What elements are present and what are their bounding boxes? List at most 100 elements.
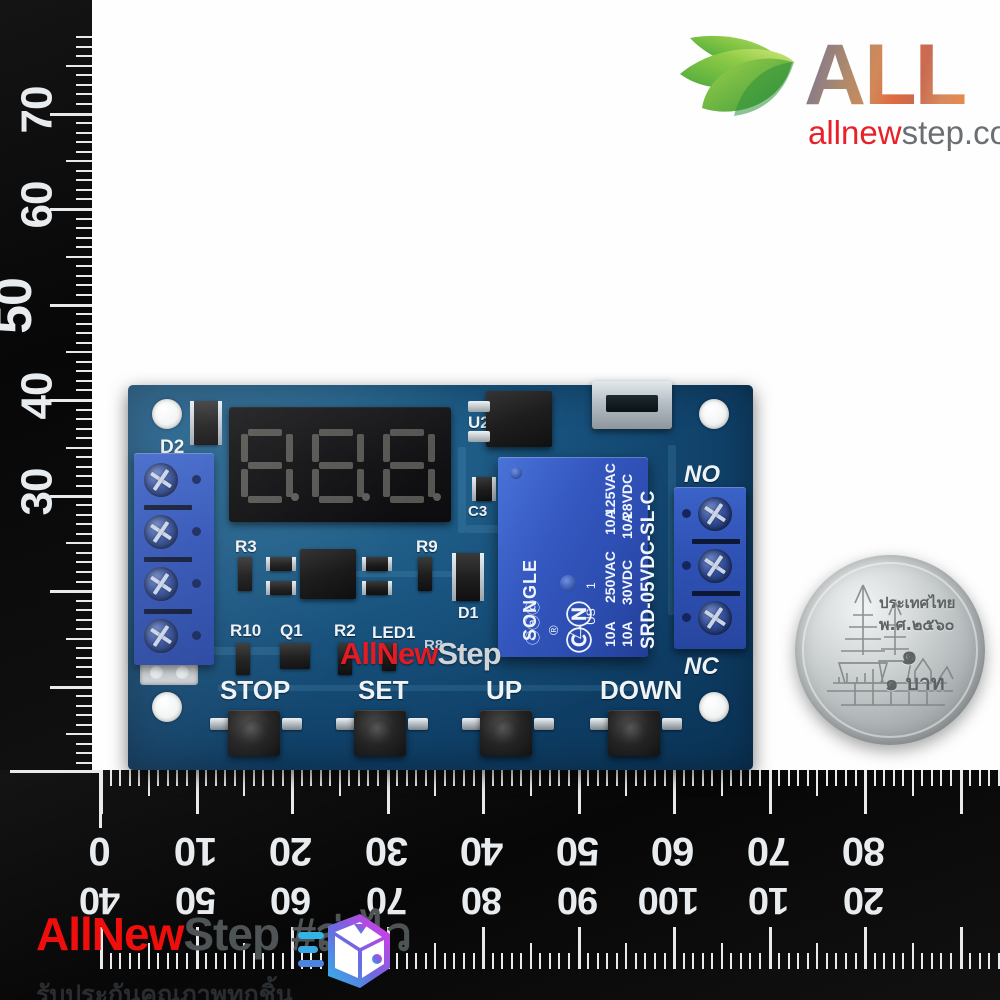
- ruler-tick: [195, 770, 199, 814]
- ruler-tick: [587, 953, 589, 969]
- button-label-set: SET: [358, 675, 409, 705]
- ruler-tick: [730, 953, 733, 969]
- ruler-tick: [940, 770, 943, 786]
- silk-label-no: NO: [684, 461, 720, 488]
- ruler-tick: [615, 953, 618, 969]
- pcb-trace: [168, 647, 288, 655]
- pcb-watermark: AllNewStep: [340, 636, 502, 672]
- terminal-screw[interactable]: [698, 601, 732, 635]
- ruler-tick: [214, 770, 217, 786]
- ruler-tick: [405, 770, 408, 786]
- ruler-tick: [415, 770, 418, 786]
- ruler-tick: [357, 770, 360, 786]
- ruler-tick: [76, 666, 92, 669]
- resistor-smd: [266, 557, 296, 571]
- leaf-icon: [680, 35, 794, 116]
- ruler-tick: [634, 953, 637, 969]
- terminal-block-right-3pos[interactable]: [674, 487, 746, 649]
- ruler-tick: [396, 953, 399, 969]
- ruler-tick: [76, 313, 92, 315]
- relay-ul-suffix: US: [584, 608, 598, 625]
- push-button-stop[interactable]: [228, 710, 280, 756]
- pcb-trace: [218, 685, 638, 691]
- ruler-tick: [50, 685, 92, 689]
- push-button-down[interactable]: [608, 710, 660, 756]
- bottom-watermark-red: AllNew: [36, 908, 184, 960]
- terminal-screw[interactable]: [144, 619, 178, 653]
- ruler-tick: [243, 943, 246, 969]
- button-label-up: UP: [486, 675, 523, 705]
- silk-label-r10: R10: [230, 621, 262, 640]
- terminal-screw[interactable]: [698, 549, 732, 583]
- terminal-screw[interactable]: [144, 567, 178, 601]
- ruler-tick: [66, 446, 92, 449]
- ruler-tick: [443, 953, 446, 969]
- ruler-tick: [520, 770, 523, 786]
- ruler-tick: [577, 770, 581, 814]
- ruler-tick: [997, 770, 1000, 786]
- ruler-tick: [76, 102, 92, 105]
- resistor-r9: [418, 557, 432, 591]
- ruler-tick: [835, 770, 838, 786]
- terminal-screw[interactable]: [144, 515, 178, 549]
- ruler-tick: [76, 570, 92, 573]
- optocoupler-ic: [300, 549, 356, 599]
- ruler-tick: [291, 770, 294, 814]
- led1: [382, 643, 396, 671]
- ruler-tick: [50, 494, 92, 498]
- ruler-tick: [701, 770, 704, 786]
- ruler-tick: [424, 953, 427, 969]
- ruler-tick: [663, 770, 666, 786]
- ruler-tick: [950, 953, 952, 969]
- ruler-tick: [978, 953, 981, 969]
- ruler-tick: [252, 953, 255, 969]
- ruler-tick: [128, 770, 131, 786]
- ruler-bottom-label-70: 70: [747, 829, 790, 873]
- ruler-bottom-label-0: 0: [89, 829, 111, 873]
- ruler-tick: [759, 953, 761, 969]
- ruler-tick: [596, 770, 599, 786]
- ruler-tick: [462, 953, 465, 969]
- ruler-tick: [921, 770, 924, 786]
- ruler-tick: [482, 927, 485, 969]
- push-button-set[interactable]: [354, 710, 406, 756]
- terminal-screw[interactable]: [698, 497, 732, 531]
- resistor-r10: [236, 643, 250, 675]
- ruler-tick: [663, 953, 666, 969]
- ruler-tick: [720, 943, 723, 969]
- ruler-tick: [76, 188, 92, 191]
- relay-registered-mark: ®: [546, 625, 561, 635]
- ruler-tick: [959, 927, 963, 969]
- ruler-tick: [396, 770, 399, 786]
- terminal-screw[interactable]: [144, 463, 178, 497]
- ruler-tick: [76, 418, 92, 421]
- ruler-tick: [510, 770, 513, 786]
- ruler-tick: [930, 770, 933, 786]
- ruler-tick: [224, 953, 227, 969]
- button-label-stop: STOP: [220, 675, 291, 705]
- ruler-tick: [281, 953, 284, 969]
- resistor-r3: [238, 557, 252, 591]
- ruler-bottom2-label-7: 10: [748, 879, 789, 921]
- ruler-tick: [749, 770, 752, 786]
- ruler-tick: [424, 770, 427, 786]
- ruler-tick: [66, 733, 92, 736]
- mounting-hole: [699, 692, 729, 722]
- ruler-bottom-label-30: 30: [365, 829, 408, 873]
- ruler-tick: [66, 64, 92, 67]
- ruler-tick: [377, 770, 379, 786]
- ruler-tick: [892, 953, 895, 969]
- ruler-tick: [988, 770, 991, 786]
- terminal-block-left-4pos[interactable]: [134, 453, 214, 665]
- push-button-up[interactable]: [480, 710, 532, 756]
- ruler-tick: [76, 293, 92, 296]
- ruler-tick: [271, 953, 274, 969]
- pcb-trace: [324, 571, 474, 577]
- ruler-tick: [76, 551, 92, 554]
- ruler-tick: [873, 953, 876, 969]
- resistor-smd: [266, 581, 296, 595]
- silk-label-r2: R2: [334, 621, 356, 640]
- micro-usb-port[interactable]: [592, 381, 672, 429]
- coin-denomination-label: ๑ บาท: [885, 671, 945, 695]
